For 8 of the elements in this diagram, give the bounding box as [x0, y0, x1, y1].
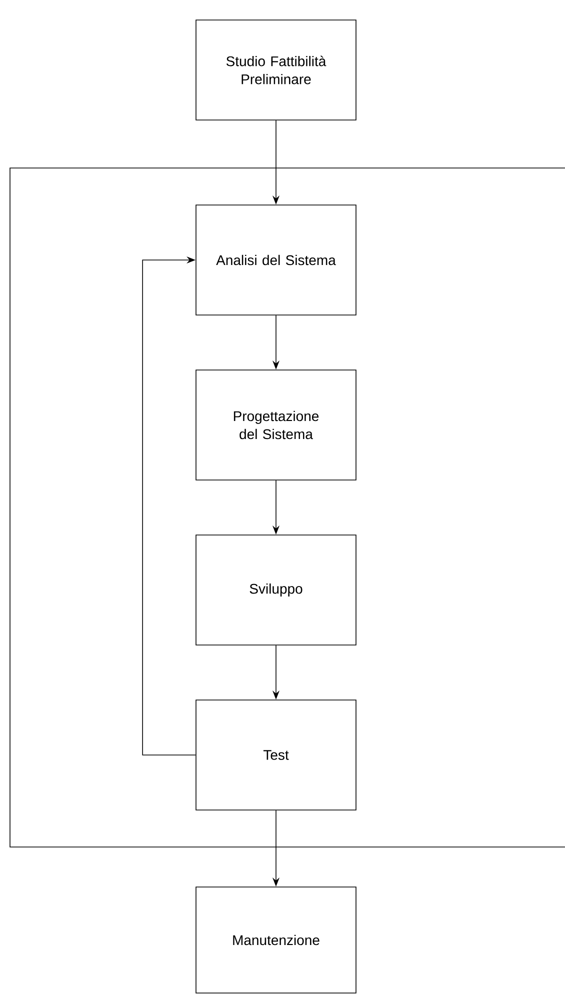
process-box: Test — [196, 700, 356, 810]
arrow — [142, 256, 196, 756]
process-box: Studio Fattibilità Preliminare — [196, 20, 356, 120]
process-box: Progettazione del Sistema — [196, 370, 356, 480]
process-box: Sviluppo — [196, 534, 356, 646]
process-box: Manutenzione — [196, 886, 356, 994]
phase-frame — [10, 168, 565, 848]
process-box: Analisi del Sistema — [196, 204, 356, 316]
